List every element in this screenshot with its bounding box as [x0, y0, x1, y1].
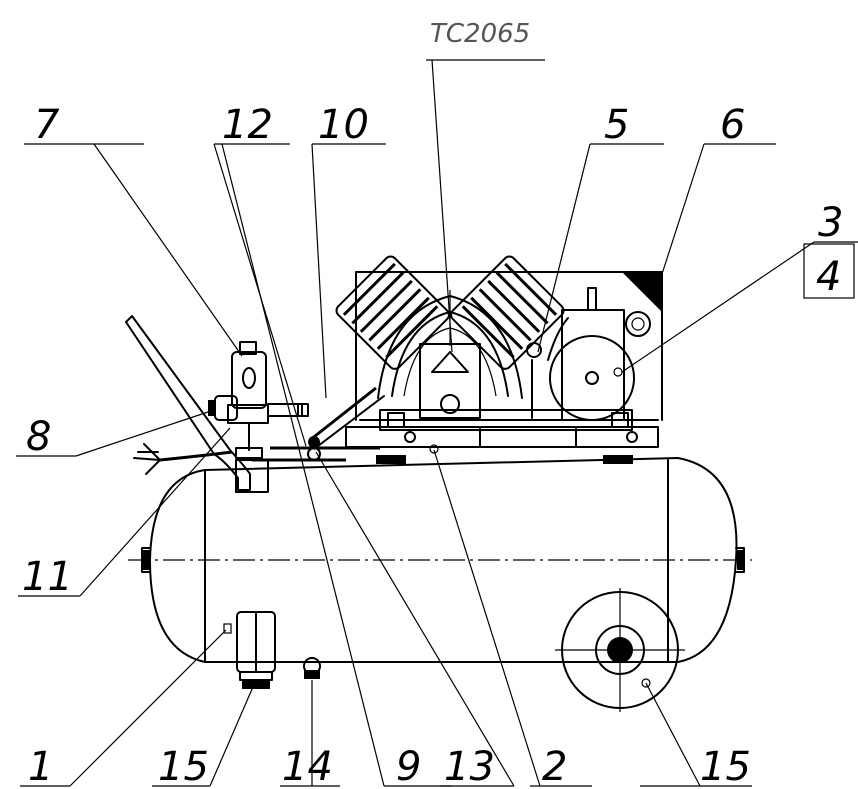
pressure-switch-assembly: [208, 341, 309, 459]
callout-12: 12: [222, 102, 273, 148]
model-label: TC2065: [430, 19, 530, 49]
callout-2: 2: [542, 744, 567, 789]
labels: TC2065 7 12 10 5 6 3 4 8 11 1 15 14 9 13…: [22, 19, 855, 789]
callout-11: 11: [22, 554, 73, 600]
receiver-tank: [128, 457, 752, 679]
pipes: [252, 386, 385, 462]
base-frame: [345, 409, 659, 464]
power-cable: [133, 443, 233, 475]
support-foot: [236, 611, 276, 689]
callout-7: 7: [34, 102, 60, 148]
pump-head: [335, 255, 565, 419]
electric-motor: [547, 287, 651, 421]
callout-4: 4: [816, 254, 841, 300]
callout-6: 6: [720, 102, 745, 148]
callout-3: 3: [818, 200, 843, 246]
callout-5: 5: [604, 102, 629, 148]
callout-13: 13: [444, 744, 495, 789]
callout-4-box: [803, 243, 855, 299]
callout-15-left: 15: [158, 744, 209, 789]
callout-1: 1: [28, 744, 53, 789]
callout-8: 8: [26, 414, 51, 460]
callout-14: 14: [282, 744, 333, 789]
callout-15-right: 15: [700, 744, 751, 789]
callout-9: 9: [396, 744, 421, 789]
callout-10: 10: [318, 102, 369, 148]
leader-lines: [16, 59, 858, 787]
wheel: [555, 588, 685, 712]
